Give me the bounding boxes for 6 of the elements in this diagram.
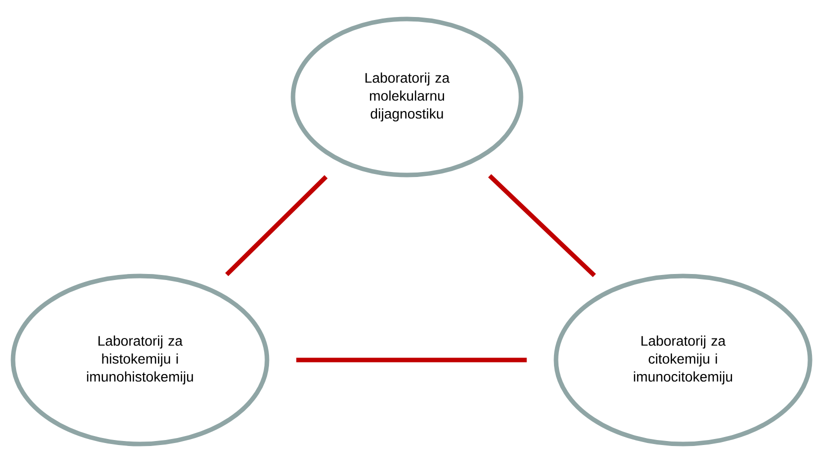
ellipse-node: Laboratorij za histokemiju i imunohistokemiju [10, 274, 270, 446]
ellipse-node: Laboratorij za molekularnu dijagnostiku [290, 16, 524, 178]
connector-line [225, 175, 328, 276]
connector-line [488, 174, 596, 278]
connector-line [296, 358, 527, 362]
ellipse-node: Laboratorij za citokemiju i imunocitokemiju [554, 274, 812, 446]
